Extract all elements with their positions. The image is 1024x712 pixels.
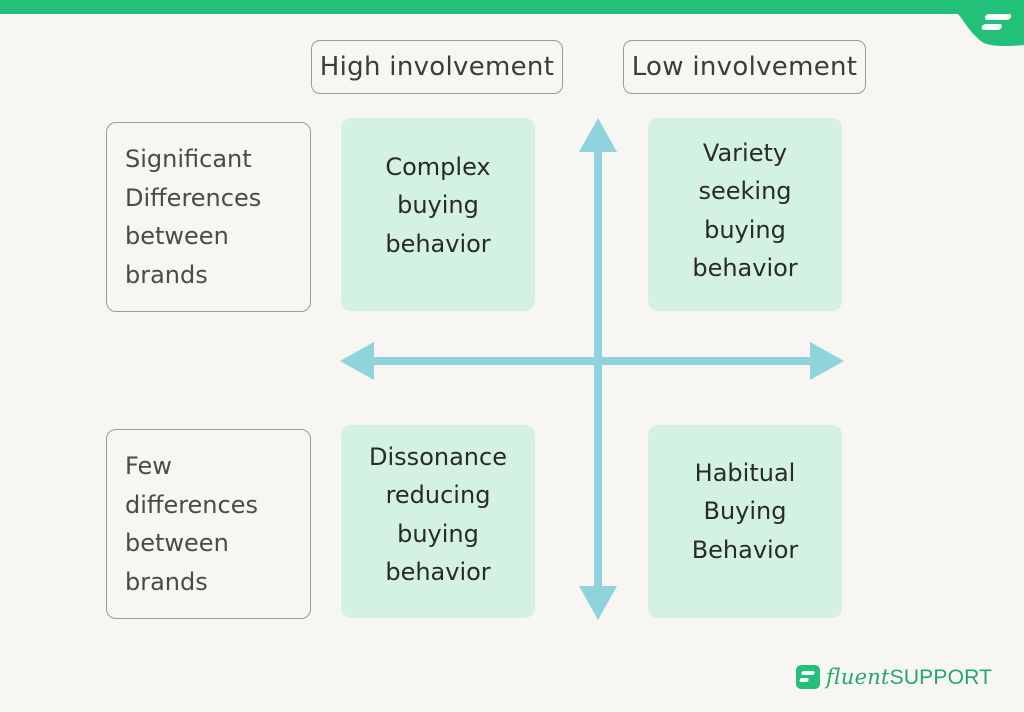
- header-high-involvement: High involvement: [311, 40, 563, 94]
- brand-support: SUPPORT: [889, 665, 993, 689]
- header-low-involvement: Low involvement: [623, 40, 866, 94]
- fluent-logo-icon: [796, 665, 820, 689]
- fluent-support-logo: fluentSUPPORT: [796, 664, 992, 690]
- row-label-few-text: Few differences between brands: [125, 452, 258, 596]
- quadrant-variety-seeking: Variety seeking buying behavior: [648, 118, 842, 311]
- quadrant-habitual-text: Habitual Buying Behavior: [691, 458, 799, 564]
- quadrant-habitual-buying: Habitual Buying Behavior: [648, 425, 842, 618]
- top-accent-bar: [0, 0, 1024, 14]
- horizontal-axis-arrow: [340, 342, 844, 380]
- quadrant-dissonance-text: Dissonance reducing buying behavior: [369, 442, 507, 587]
- quadrant-complex-buying: Complex buying behavior: [341, 118, 535, 311]
- quadrant-complex-text: Complex buying behavior: [385, 152, 491, 258]
- quadrant-dissonance-reducing: Dissonance reducing buying behavior: [341, 425, 535, 618]
- vertical-axis-arrow: [579, 118, 617, 620]
- brand-wordmark: fluentSUPPORT: [826, 665, 992, 690]
- row-label-significant-differences: Significant Differences between brands: [106, 122, 311, 312]
- row-label-significant-text: Significant Differences between brands: [125, 145, 262, 289]
- corner-logo-icon: [924, 0, 1024, 46]
- quadrant-variety-text: Variety seeking buying behavior: [692, 138, 798, 283]
- brand-fluent: fluent: [826, 664, 890, 689]
- row-label-few-differences: Few differences between brands: [106, 429, 311, 619]
